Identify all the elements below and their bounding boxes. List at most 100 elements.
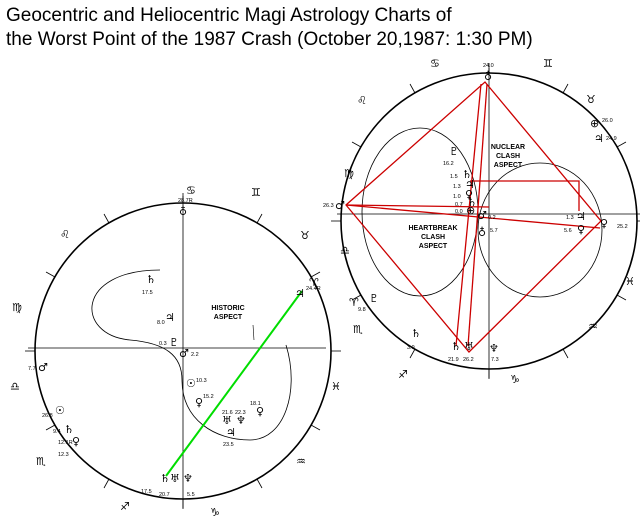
helio-point-glyph: ♅	[464, 340, 474, 353]
geo-point-glyph: ☉	[186, 377, 196, 390]
geo-point-glyph: ♄	[64, 423, 74, 436]
geo-point-glyph: ♄	[160, 472, 170, 485]
helio-point-value: 16.2	[443, 161, 454, 167]
helio-point-value: 1.3	[453, 184, 461, 190]
helio-sign-aquarius: ♒	[588, 320, 598, 333]
helio-point-glyph: ♇	[369, 292, 379, 305]
geo-point-glyph: ☉	[55, 404, 65, 417]
helio-point-glyph: ♄	[462, 168, 472, 181]
heartbreak-clash-line	[467, 83, 488, 347]
helio-sign-cancer: ♋	[430, 57, 440, 70]
helio-point-value: 24.0	[483, 63, 494, 69]
helio-point-glyph: ♀	[600, 217, 608, 230]
helio-point-value: 0.0	[455, 209, 463, 215]
geo-point-value: 26.8	[42, 413, 53, 419]
geo-point-value: 9.4	[53, 429, 61, 435]
historic-aspect-label-line-1: HISTORIC	[211, 305, 244, 312]
geo-point-value: 24.4R	[306, 286, 321, 292]
helio-point-value: 1.0	[453, 194, 461, 200]
geo-point-glyph: ♀	[72, 435, 80, 448]
helio-point-glyph: ♃	[465, 178, 475, 191]
helio-sign-taurus: ♉	[586, 93, 596, 106]
helio-sign-capricorn: ♑	[510, 373, 520, 386]
geo-point-value: 17.5	[142, 290, 153, 296]
geocentric-chart: HISTORIC ASPECT ♋ ♊ ♉ ♈ ♓ ♒ ♑ ♐ ♏ ♎ ♍ ♌ …	[10, 184, 341, 518]
helio-point-value: 9.8	[358, 307, 366, 313]
helio-point-glyph: ♁	[478, 226, 486, 239]
helio-point-value: 24.9	[606, 136, 617, 142]
heartbreak-clash-label-line-2: CLASH	[421, 234, 445, 241]
helio-point-value: 26.3	[323, 203, 334, 209]
helio-point-glyph: ♆	[489, 342, 499, 355]
heliocentric-sign-ticks	[331, 63, 640, 379]
helio-point-glyph: ♃	[576, 210, 586, 223]
geo-point-glyph: ♅	[170, 472, 180, 485]
geo-point-value: 17.5	[141, 489, 152, 495]
geo-point-glyph: ♅	[222, 414, 232, 427]
geo-point-glyph: ♆	[183, 472, 193, 485]
page-title-line-1: Geocentric and Heliocentric Magi Astrolo…	[6, 5, 452, 26]
helio-point-value: 5.7	[490, 228, 498, 234]
geo-sign-scorpio: ♏	[36, 455, 46, 468]
geo-point-glyph: ♀	[195, 396, 203, 409]
helio-sign-virgo: ♍	[344, 167, 354, 180]
geo-point-value: 0.3	[159, 341, 167, 347]
helio-sign-aries: ♈	[349, 296, 359, 309]
helio-sign-libra: ♎	[340, 244, 350, 257]
historic-aspect-label-line-2: ASPECT	[214, 314, 243, 321]
heartbreak-clash-label-line-3: ASPECT	[419, 243, 448, 250]
helio-point-glyph: ♄	[411, 327, 421, 340]
helio-point-glyph: ♂	[335, 199, 345, 212]
helio-point-glyph: ♃	[594, 132, 604, 145]
helio-point-value: 0.7	[455, 202, 463, 208]
geo-point-glyph: ♁	[179, 205, 187, 218]
geo-point-glyph: ♃	[226, 426, 236, 439]
clash-aspect-lines	[345, 81, 602, 353]
geo-sign-capricorn: ♑	[210, 506, 220, 518]
geo-point-value: 18.1	[250, 401, 261, 407]
geo-point-value: 21.6	[222, 410, 233, 416]
geo-point-glyph: ♂	[38, 361, 48, 374]
helio-sign-leo: ♌	[357, 94, 367, 107]
historic-aspect-pointer	[252, 324, 255, 341]
helio-point-value: 25.2	[617, 224, 628, 230]
heliocentric-chart: NUCLEAR CLASH ASPECT HEARTBREAK CLASH AS…	[323, 57, 640, 386]
helio-point-glyph: ♀	[465, 188, 473, 201]
helio-sign-scorpio: ♏	[353, 323, 363, 336]
helio-point-value: 26.2	[463, 357, 474, 363]
geo-point-value: 28.7R	[178, 198, 193, 204]
heartbreak-clash-line	[345, 204, 490, 208]
heartbreak-clash-line	[345, 204, 601, 229]
nuclear-clash-label-line-3: ASPECT	[494, 162, 523, 169]
helio-point-value: 3.9	[407, 345, 415, 351]
geo-point-glyph: ♇	[169, 336, 179, 349]
geo-point-value: 20.7	[159, 492, 170, 498]
helio-sign-gemini: ♊	[543, 57, 553, 70]
heartbreak-clash-label-line-1: HEARTBREAK	[409, 225, 458, 232]
geo-sign-gemini: ♊	[251, 186, 261, 199]
helio-outer-orbit	[477, 162, 603, 298]
geo-point-value: 7.7	[28, 366, 36, 372]
helio-point-glyph: ♄	[451, 340, 461, 353]
helio-point-value: 1.3	[566, 215, 574, 221]
helio-point-value: 21.9	[448, 357, 459, 363]
helio-point-glyph: ♁	[484, 70, 492, 83]
geo-sign-libra: ♎	[10, 380, 20, 393]
geocentric-orbit-curve	[91, 269, 292, 441]
geo-sign-aries: ♈	[309, 276, 319, 289]
helio-sign-sagittarius: ♐	[398, 368, 408, 381]
geo-point-value: 8.0	[157, 320, 165, 326]
geo-point-value: 12.1R	[58, 440, 73, 446]
geo-point-value: 23.5	[223, 442, 234, 448]
geo-point-value: 15.2	[203, 394, 214, 400]
geo-point-glyph: ♆	[236, 414, 246, 427]
helio-point-glyph: ♇	[449, 145, 459, 158]
nuclear-clash-diamond	[345, 81, 602, 353]
geo-sign-sagittarius: ♐	[120, 500, 130, 513]
geo-sign-cancer: ♋	[186, 184, 196, 197]
geo-point-value: 2.2	[191, 352, 199, 358]
helio-point-glyph: ♀	[577, 223, 585, 236]
geo-point-value: 22.3	[235, 410, 246, 416]
page-title: Geocentric and Heliocentric Magi Astrolo…	[6, 4, 626, 52]
